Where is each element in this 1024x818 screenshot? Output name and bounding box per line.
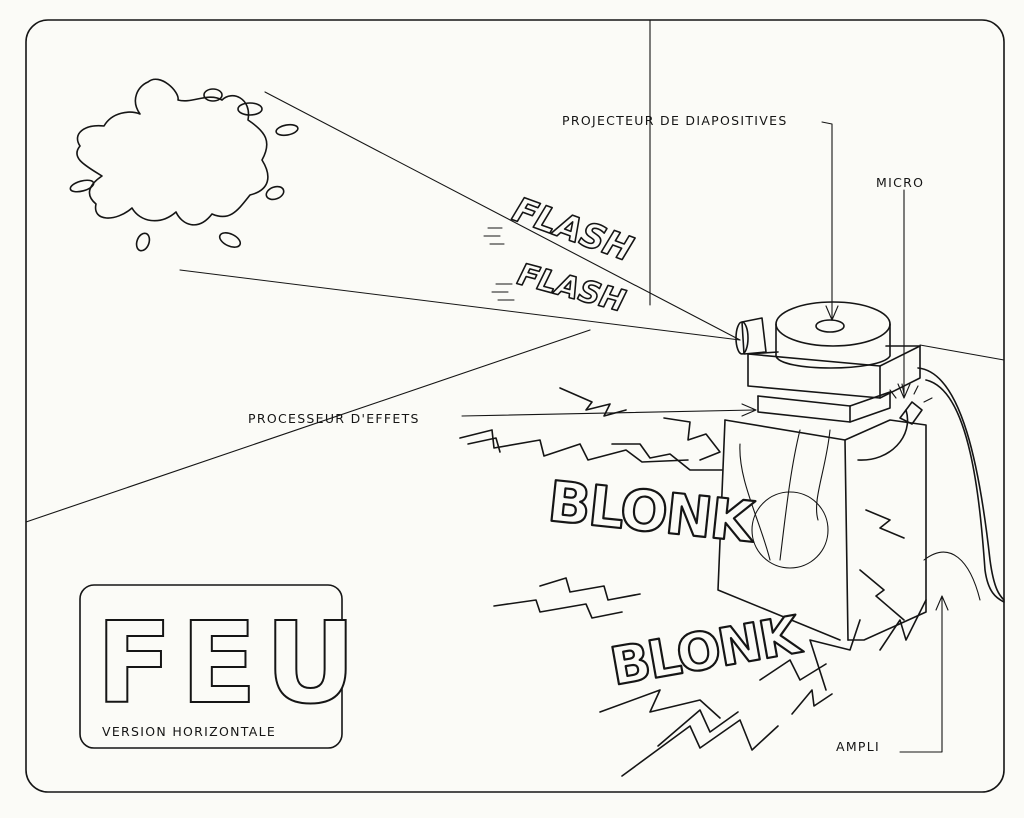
lightning-icon [459,387,927,777]
splash-icon [69,78,299,252]
title-feu: FEU [96,599,364,729]
title-box: FEU VERSION HORIZONTALE [79,584,364,749]
effects-processor-label: PROCESSEUR D'EFFETS [248,411,420,426]
processor-leader [461,403,757,417]
effects-processor-icon [757,391,891,423]
blonk-word-1: BLONK [545,470,759,556]
amp-leader [899,595,949,753]
title-subtitle: VERSION HORIZONTALE [102,724,276,739]
projection-beam [179,91,741,341]
projector-leader [821,121,839,321]
flash-word-2: FLASH [514,257,629,319]
micro-leader [897,189,911,399]
flash-effect-2: FLASH [491,256,630,320]
flash-effect-1: FLASH [483,189,639,271]
micro-label: MICRO [876,175,924,190]
amp-label: AMPLI [836,739,880,754]
blonk-word-2: BLONK [606,605,806,698]
room-lines [25,19,1005,523]
slide-projector-icon [735,301,921,399]
frame-border [25,19,1005,793]
amplifier-icon [717,367,1005,641]
projector-label: PROJECTEUR DE DIAPOSITIVES [562,113,788,128]
